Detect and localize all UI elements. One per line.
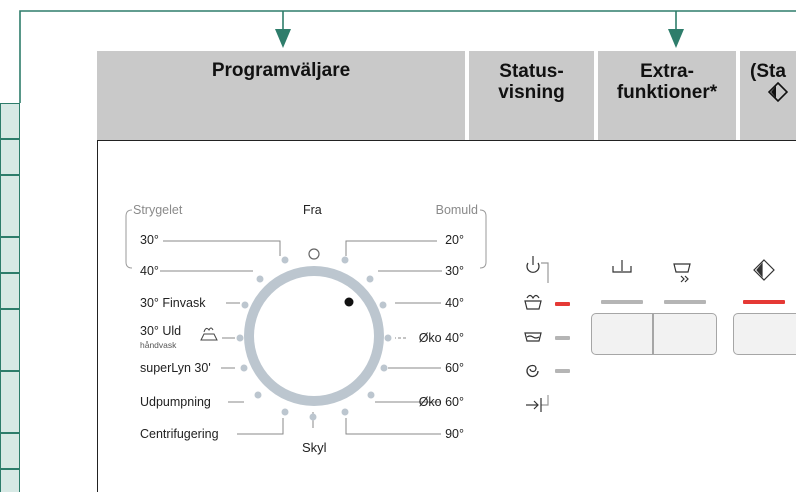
program-right-6[interactable]: Øko 60°: [418, 395, 464, 409]
left-group-label: Strygelet: [133, 203, 183, 217]
power-icon: [526, 256, 540, 273]
temperature-button[interactable]: [591, 313, 653, 355]
rinse-icon: [524, 332, 542, 342]
program-knob-pointer: [344, 297, 354, 307]
header-status-line2: visning: [498, 82, 565, 103]
sidebar-box: [0, 237, 20, 273]
sidebar-box: [0, 175, 20, 237]
header-status-line1: Status-: [499, 61, 564, 82]
prewash-icon: [673, 263, 691, 283]
arrow-programvaljare: [275, 29, 291, 48]
dial-top-label: Fra: [303, 203, 322, 217]
header-extra-line2: funktioner*: [616, 82, 718, 103]
sidebar-box: [0, 273, 20, 309]
header-extra-line1: Extra-: [640, 61, 694, 82]
program-left-6[interactable]: Udpumpning: [140, 395, 211, 409]
right-group-label: Bomuld: [435, 203, 478, 217]
program-left-3[interactable]: 30° Finvask: [140, 296, 206, 310]
status-led-spin: [555, 369, 570, 373]
extra-function-button[interactable]: [653, 313, 717, 355]
temperature-icon: [612, 260, 632, 273]
arrow-extrafunktioner: [668, 29, 684, 48]
status-led-wash: [555, 302, 570, 306]
led-prewash: [664, 300, 706, 304]
sidebar-box: [0, 309, 20, 371]
end-arrow-icon: [526, 398, 542, 412]
hand-wash-icon: [200, 327, 218, 341]
status-led-rinse: [555, 336, 570, 340]
program-right-7[interactable]: 90°: [445, 427, 464, 441]
header-extra-functions: Extra- funktioner*: [598, 51, 736, 140]
program-left-4-sublabel: håndvask: [140, 340, 177, 350]
header-start-label: (Sta: [750, 61, 786, 82]
start-pause-button[interactable]: [733, 313, 796, 355]
led-temperature: [601, 300, 643, 304]
sidebar-box: [0, 139, 20, 175]
sidebar-box: [0, 371, 20, 433]
program-left-4[interactable]: 30° Uld: [140, 324, 182, 338]
program-right-4[interactable]: Øko 40°: [418, 331, 464, 345]
program-left-7[interactable]: Centrifugering: [140, 427, 219, 441]
program-knob-face: [254, 276, 374, 396]
spin-icon: [526, 364, 539, 378]
sidebar-box: [0, 469, 20, 492]
program-right-2[interactable]: 30°: [445, 264, 464, 278]
start-pause-header-icon: [767, 81, 789, 103]
dial-bottom-label: Skyl: [302, 440, 327, 455]
sidebar-box: [0, 433, 20, 469]
header-program-selector: Programväljare: [97, 51, 465, 140]
program-left-5[interactable]: superLyn 30': [140, 361, 211, 375]
header-program-selector-label: Programväljare: [211, 60, 351, 81]
header-start: (Sta: [740, 51, 796, 140]
program-left-2[interactable]: 40°: [140, 264, 159, 278]
off-position-marker: [308, 248, 320, 260]
program-right-5[interactable]: 60°: [445, 361, 464, 375]
header-status: Status- visning: [469, 51, 594, 140]
sidebar-box: [0, 103, 20, 139]
program-left-1[interactable]: 30°: [140, 233, 159, 247]
program-right-1[interactable]: 20°: [445, 233, 464, 247]
wash-tub-icon: [524, 294, 542, 310]
led-start: [743, 300, 785, 304]
program-right-3[interactable]: 40°: [445, 296, 464, 310]
start-pause-icon: [753, 259, 775, 281]
